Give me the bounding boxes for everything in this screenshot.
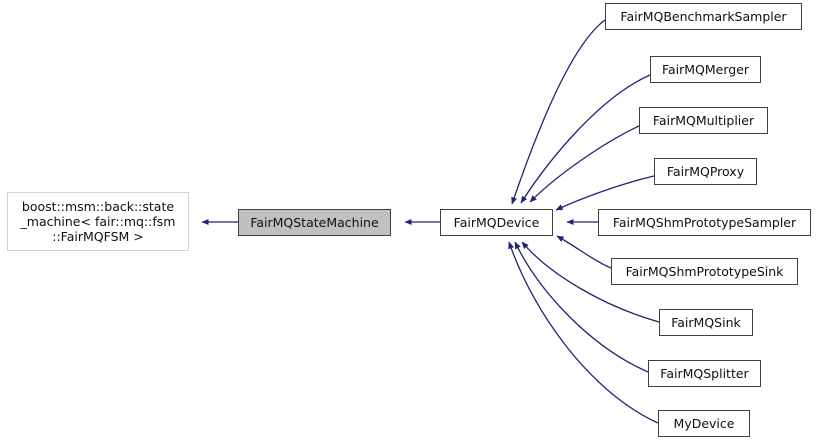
node-label: FairMQShmPrototypeSink [625, 263, 784, 279]
fairmq-sink-node[interactable]: FairMQSink [659, 309, 753, 336]
node-label: FairMQShmPrototypeSampler [612, 214, 797, 230]
boost-state-machine-node[interactable]: boost::msm::back::state _machine< fair::… [7, 192, 189, 251]
edge-fairmq-merger-to-fairmq-device [520, 74, 651, 204]
edge-fairmq-proxy-to-fairmq-device [555, 175, 655, 211]
fairmq-splitter-node[interactable]: FairMQSplitter [648, 360, 761, 387]
node-label: FairMQSplitter [660, 365, 749, 381]
node-label: FairMQDevice [453, 214, 540, 230]
edge-fairmq-shm-prototype-sink-to-fairmq-device [556, 235, 612, 269]
fairmq-benchmark-sampler-node[interactable]: FairMQBenchmarkSampler [605, 3, 802, 30]
node-label: FairMQProxy [666, 163, 745, 179]
fairmq-proxy-node[interactable]: FairMQProxy [654, 158, 757, 185]
node-label: FairMQSink [671, 314, 741, 330]
edge-fairmq-benchmark-sampler-to-fairmq-device [511, 19, 606, 205]
fairmq-shm-prototype-sink-node[interactable]: FairMQShmPrototypeSink [611, 258, 798, 285]
fairmq-device-node[interactable]: FairMQDevice [440, 209, 553, 236]
my-device-node[interactable]: MyDevice [658, 410, 750, 437]
node-label: boost::msm::back::state _machine< fair::… [20, 199, 176, 244]
node-label: FairMQStateMachine [250, 214, 379, 230]
node-label: FairMQMultiplier [652, 112, 755, 128]
node-label: MyDevice [673, 415, 735, 431]
fairmq-merger-node[interactable]: FairMQMerger [650, 56, 761, 83]
node-label: FairMQMerger [661, 61, 750, 77]
edge-fairmq-multiplier-to-fairmq-device [529, 125, 640, 203]
node-label: FairMQBenchmarkSampler [620, 8, 787, 24]
fairmq-state-machine-node: FairMQStateMachine [238, 209, 391, 236]
fairmq-shm-prototype-sampler-node[interactable]: FairMQShmPrototypeSampler [598, 209, 811, 236]
fairmq-multiplier-node[interactable]: FairMQMultiplier [639, 107, 768, 134]
